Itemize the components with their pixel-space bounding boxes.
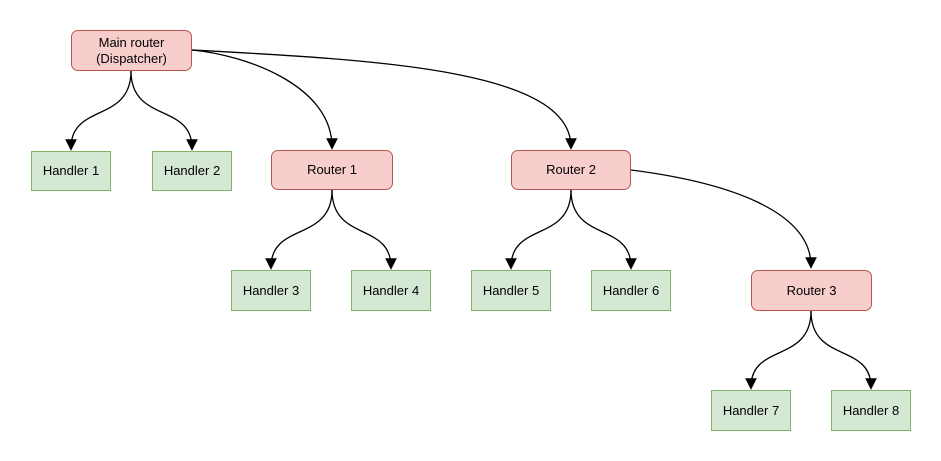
node-label: Handler 8 — [842, 402, 900, 418]
node-label: Handler 4 — [362, 282, 420, 298]
edge-router-1-to-handler-4 — [331, 189, 397, 270]
node-label: Router 3 — [786, 282, 837, 298]
node-label: Handler 3 — [242, 282, 300, 298]
node-router-1: Router 1 — [271, 150, 393, 190]
node-label: Handler 7 — [722, 402, 780, 418]
node-label: Handler 6 — [602, 282, 660, 298]
node-label: Handler 1 — [42, 163, 100, 179]
node-router-3: Router 3 — [751, 270, 872, 311]
edge-router-3-to-handler-7 — [745, 310, 812, 390]
edge-main-router-to-router-1 — [191, 49, 338, 150]
edge-main-router-to-router-2 — [191, 49, 577, 150]
node-handler-6: Handler 6 — [591, 270, 671, 311]
node-handler-1: Handler 1 — [31, 151, 111, 191]
edge-router-3-to-handler-8 — [810, 310, 877, 390]
edge-router-2-to-handler-5 — [505, 189, 572, 270]
node-main-router: Main router (Dispatcher) — [71, 30, 192, 71]
node-handler-4: Handler 4 — [351, 270, 431, 311]
edge-router-1-to-handler-3 — [265, 189, 333, 270]
node-handler-5: Handler 5 — [471, 270, 551, 311]
edge-main-router-to-handler-1 — [65, 70, 132, 151]
main-router-label-line1: Main router — [98, 34, 165, 50]
node-label: Router 2 — [546, 162, 596, 178]
node-handler-7: Handler 7 — [711, 390, 791, 431]
main-router-label-line2: (Dispatcher) — [96, 50, 167, 66]
node-handler-3: Handler 3 — [231, 270, 311, 311]
node-label: Handler 5 — [482, 282, 540, 298]
edge-main-router-to-handler-2 — [130, 70, 198, 151]
node-label: Router 1 — [307, 162, 357, 178]
edge-router-2-to-router-3 — [630, 169, 817, 269]
node-router-2: Router 2 — [511, 150, 631, 190]
edge-router-2-to-handler-6 — [570, 189, 637, 270]
node-handler-2: Handler 2 — [152, 151, 232, 191]
node-label: Handler 2 — [163, 163, 221, 179]
node-label: Main router (Dispatcher) — [96, 35, 167, 66]
node-handler-8: Handler 8 — [831, 390, 911, 431]
